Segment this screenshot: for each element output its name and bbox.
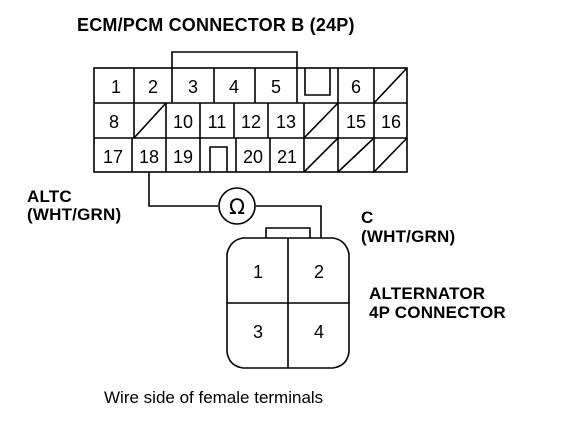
- terminal-3: 3: [188, 77, 198, 97]
- terminal-20: 20: [243, 147, 263, 167]
- terminal-5: 5: [271, 77, 281, 97]
- alternator-terminal-numbers: 1 2 3 4: [253, 262, 324, 342]
- diagram-caption: Wire side of female terminals: [104, 388, 324, 407]
- terminal-12: 12: [241, 112, 261, 132]
- meter-wiring: [148, 172, 322, 238]
- terminal-16: 16: [381, 112, 401, 132]
- alternator-label-line2: 4P CONNECTOR: [369, 303, 506, 322]
- terminal-15: 15: [346, 112, 366, 132]
- alternator-4p-connector: [226, 227, 350, 369]
- terminal-4: 4: [229, 77, 239, 97]
- c-label-line1: C: [361, 208, 374, 227]
- ecm-pcm-connector-b: [93, 51, 408, 173]
- terminal-13: 13: [276, 112, 296, 132]
- terminal-2: 2: [148, 77, 158, 97]
- terminal-1: 1: [111, 77, 121, 97]
- terminal-21: 21: [277, 147, 297, 167]
- terminal-11: 11: [208, 112, 227, 132]
- terminal-17: 17: [103, 147, 123, 167]
- altc-label-line2: (WHT/GRN): [27, 205, 122, 224]
- c-label-line2: (WHT/GRN): [361, 227, 456, 246]
- altc-label-line1: ALTC: [27, 187, 72, 206]
- alt-terminal-3: 3: [253, 322, 263, 342]
- terminal-19: 19: [173, 147, 193, 167]
- connector-title: ECM/PCM CONNECTOR B (24P): [77, 15, 355, 35]
- alt-terminal-4: 4: [314, 322, 324, 342]
- alt-terminal-1: 1: [253, 262, 263, 282]
- terminal-18: 18: [139, 147, 159, 167]
- connector-b-terminal-numbers: 1 2 3 4 5 6 8 10 11 12 13 15 16 17 18 19…: [103, 77, 401, 167]
- alt-terminal-2: 2: [314, 262, 324, 282]
- terminal-6: 6: [351, 77, 361, 97]
- alternator-label-line1: ALTERNATOR: [369, 284, 486, 303]
- terminal-8: 8: [109, 112, 119, 132]
- ohmmeter-symbol: [218, 187, 256, 225]
- ohm-icon: Ω: [229, 195, 245, 219]
- terminal-10: 10: [173, 112, 193, 132]
